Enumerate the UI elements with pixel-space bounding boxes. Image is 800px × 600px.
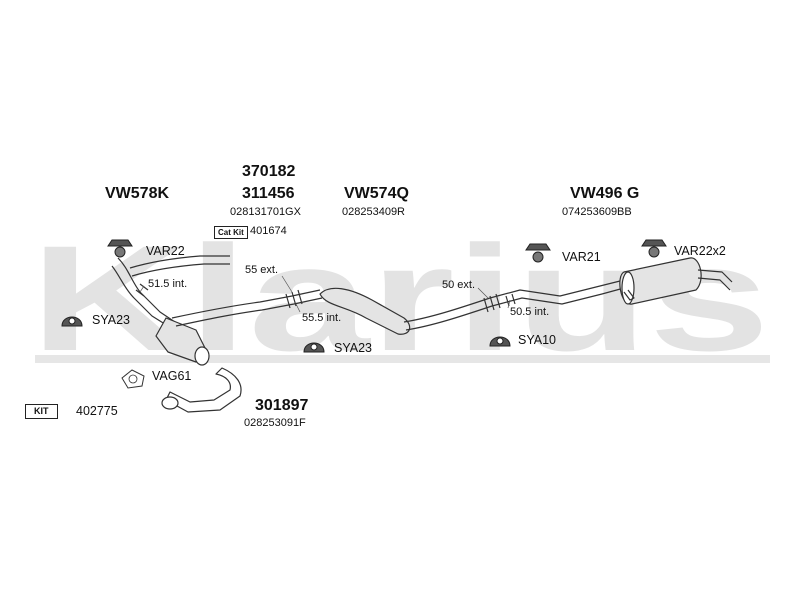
rear-model-label: VW496 G (570, 185, 640, 202)
clamp-front (135, 283, 149, 297)
leader-50-ext (477, 287, 489, 299)
sya23-left-label: SYA23 (92, 313, 130, 327)
downpipe (165, 367, 242, 413)
sya23-left-mount-icon (61, 316, 83, 327)
tail-pipe (697, 269, 733, 291)
cat-code-label: 028131701GX (230, 206, 301, 218)
var22-hanger-icon (107, 239, 133, 258)
sya10-mount-icon (489, 336, 511, 347)
cat-flange (194, 346, 210, 366)
joint-51-5-int-label: 51.5 int. (148, 278, 188, 290)
leader-55-5 (295, 303, 301, 313)
catalytic-converter (155, 317, 207, 363)
front-pipe-upper (129, 255, 230, 277)
rear-code-label: 074253609BB (562, 206, 632, 218)
rear-silencer-end (621, 271, 635, 305)
downpipe-part-label: 301897 (255, 397, 309, 414)
leader-51-5 (139, 285, 145, 293)
sya23-mid-mount-icon (303, 342, 325, 353)
vag61-gasket-hole (128, 374, 138, 384)
leader-50-5 (507, 299, 511, 309)
kit-number-label: 402775 (76, 404, 118, 418)
vag61-label: VAG61 (152, 369, 192, 383)
clamp-50-5 (505, 293, 516, 307)
center-pipe (171, 289, 323, 327)
cat-kit-number-label: 401674 (250, 225, 287, 237)
cat-part-main-label: 311456 (242, 185, 295, 202)
joint-55-5-int-label: 55.5 int. (302, 312, 342, 324)
joint-50-ext-label: 50 ext. (442, 279, 476, 291)
var21-hanger-icon (525, 243, 551, 263)
leader-55-ext (281, 275, 293, 293)
kit-badge: KIT (25, 404, 58, 419)
rear-hanger-tab (623, 289, 635, 301)
var22-label: VAR22 (146, 244, 185, 258)
sya10-label: SYA10 (518, 333, 556, 347)
middle-code-label: 028253409R (342, 206, 406, 218)
downpipe-code-label: 028253091F (244, 417, 306, 429)
var22x2-label: VAR22x2 (674, 244, 726, 258)
clamp-55-ext (285, 289, 303, 309)
front-model-label: VW578K (105, 185, 170, 202)
cat-kit-badge: Cat Kit (214, 226, 248, 239)
intermediate-pipe (403, 279, 625, 331)
rear-silencer (619, 257, 702, 305)
joint-50-5-int-label: 50.5 int. (510, 306, 550, 318)
var22x2-hanger-icon (641, 239, 667, 258)
sya23-mid-label: SYA23 (334, 341, 372, 355)
middle-model-label: VW574Q (344, 185, 409, 202)
var21-label: VAR21 (562, 250, 601, 264)
clamp-50-ext (483, 293, 501, 313)
downpipe-flange (161, 396, 179, 410)
cat-part-top-label: 370182 (242, 163, 296, 180)
watermark-bar (35, 355, 770, 363)
joint-55-ext-label: 55 ext. (245, 264, 279, 276)
